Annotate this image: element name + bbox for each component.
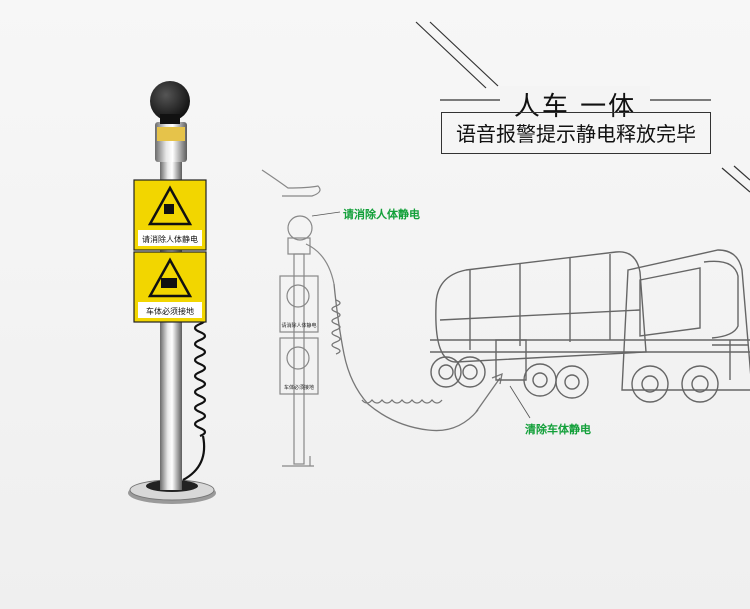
diagram-post [261,169,335,467]
diagram-sign-bottom-label: 车体必须接地 [283,385,314,391]
callout-lines [311,211,531,419]
headline-subtitle: 语音报警提示静电释放完毕 [441,112,711,154]
tanker-truck [430,249,750,403]
label-vehicle-discharge: 清除车体静电 [525,423,591,436]
decor-lines [415,21,750,193]
headline-title: 人车 一体 [500,86,650,123]
post-sign-top [133,179,207,251]
post-sign-bottom-label: 车体必须接地 [146,307,194,316]
post-sign-top-label: 请消除人体静电 [142,235,198,244]
touch-ball-icon [150,81,190,121]
label-human-discharge: 请消除人体静电 [343,208,420,221]
diagram-cable [331,283,503,432]
diagram-sign-top-label: 请消除人体静电 [281,323,317,329]
post-sign-bottom [133,251,207,323]
